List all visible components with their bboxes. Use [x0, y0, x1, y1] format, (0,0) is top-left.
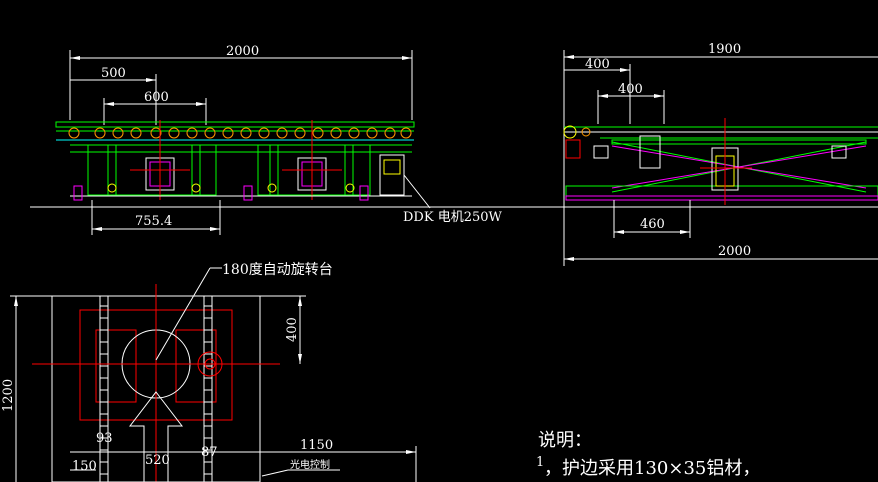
bottom-plan-view: 1200 [1, 262, 417, 482]
turntable-label: 180度自动旋转台 [222, 262, 333, 278]
dim-460: 460 [640, 217, 665, 232]
dim-150: 150 [72, 459, 97, 474]
dim-1200: 1200 [1, 379, 16, 412]
top-left-conveyor-view: 2000 500 600 [55, 44, 503, 235]
dim-87: 87 [201, 445, 218, 460]
dim-400-vertical: 400 [285, 317, 300, 342]
notes-block: 说明： 1 ，护边采用130×35铝材， [536, 430, 760, 479]
note-1-number: 1 [536, 455, 544, 470]
dim-2000-right: 2000 [718, 244, 751, 259]
rollers-left [68, 127, 412, 139]
note-1-text: ，护边采用130×35铝材， [544, 458, 760, 479]
dim-600: 600 [144, 90, 169, 105]
dim-1150: 1150 [300, 438, 333, 453]
dim-520: 520 [145, 453, 170, 468]
dim-2000-left: 2000 [226, 44, 259, 59]
top-right-lift-view: 1900 400 400 [563, 42, 878, 266]
dim-755: 755.4 [135, 214, 172, 229]
photo-control-label: 光电控制 [290, 458, 330, 471]
dim-400b: 400 [618, 82, 643, 97]
scissor-lift [565, 139, 878, 201]
notes-title: 说明： [538, 430, 592, 451]
dim-93: 93 [96, 431, 113, 446]
side-rails [99, 295, 213, 482]
dim-500: 500 [101, 66, 126, 81]
module-1 [87, 120, 217, 200]
module-2 [257, 120, 371, 200]
dim-1900: 1900 [708, 42, 741, 57]
dim-400a: 400 [585, 57, 610, 72]
direction-arrow-icon [128, 391, 184, 482]
motor-label: DDK 电机250W [403, 210, 503, 225]
